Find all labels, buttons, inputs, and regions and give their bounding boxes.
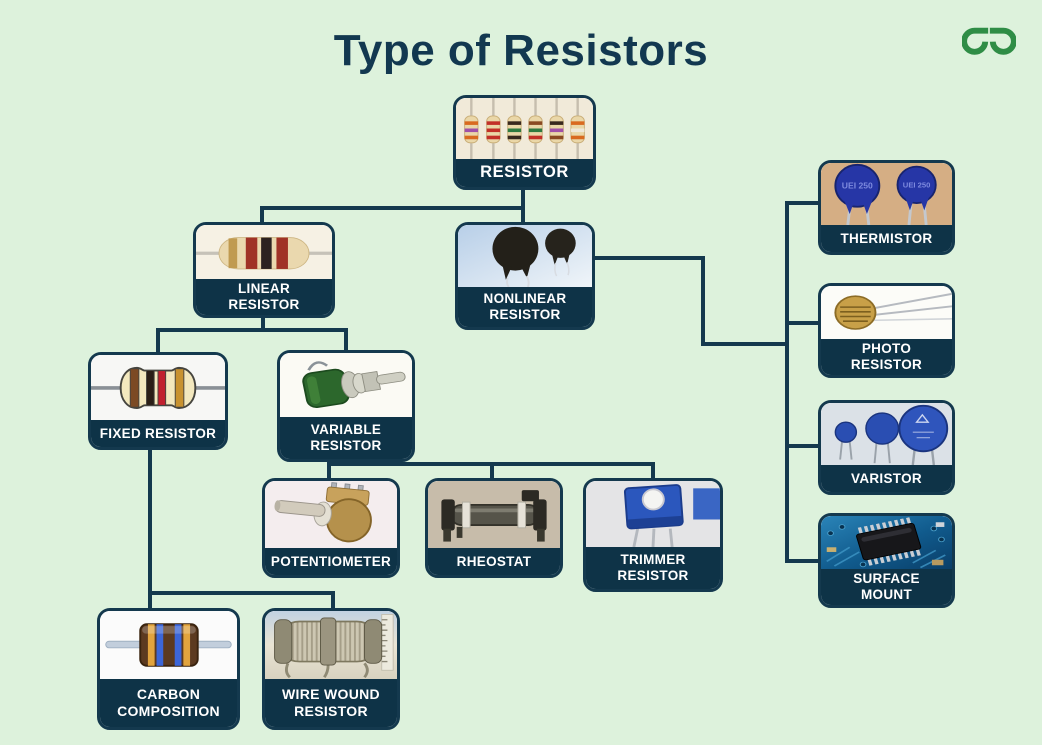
connector-segment	[344, 328, 348, 352]
node-label: WIRE WOUND RESISTOR	[265, 679, 397, 727]
connector-segment	[521, 206, 525, 224]
node-label: RHEOSTAT	[428, 548, 560, 575]
connector-segment	[261, 316, 265, 332]
connector-segment	[785, 559, 818, 563]
node-label: FIXED RESISTOR	[91, 420, 225, 447]
node-photo-resistor: PHOTO RESISTOR	[818, 283, 955, 378]
node-wire-wound-resistor: WIRE WOUND RESISTOR	[262, 608, 400, 730]
thermistor-marking: UEI 250	[842, 181, 873, 191]
node-label: VARISTOR	[821, 465, 952, 492]
thermistor-marking: UEI 250	[903, 181, 931, 190]
connector-segment	[148, 591, 335, 595]
connector-segment	[785, 444, 818, 448]
connector-segment	[260, 206, 525, 210]
connector-segment	[701, 256, 705, 346]
wire-wound-resistor-photo	[265, 611, 397, 679]
connector-segment	[148, 448, 152, 610]
node-label: POTENTIOMETER	[265, 548, 397, 575]
connector-segment	[156, 328, 160, 354]
node-nonlinear-resistor: NONLINEAR RESISTOR	[455, 222, 595, 330]
node-variable-resistor: VARIABLE RESISTOR	[277, 350, 415, 462]
node-fixed-resistor: FIXED RESISTOR	[88, 352, 228, 450]
node-resistor: RESISTOR	[453, 95, 596, 190]
connector-segment	[490, 462, 494, 479]
linear-resistor-photo	[196, 225, 332, 280]
node-label: THERMISTOR	[821, 225, 952, 252]
node-label: RESISTOR	[456, 159, 593, 187]
connector-segment	[331, 591, 335, 609]
node-label: VARIABLE RESISTOR	[280, 417, 412, 459]
node-label: NONLINEAR RESISTOR	[458, 287, 592, 327]
node-trimmer-resistor: TRIMMER RESISTOR	[583, 478, 723, 592]
node-label: PHOTO RESISTOR	[821, 339, 952, 375]
node-rheostat: RHEOSTAT	[425, 478, 563, 578]
node-surface-mount: SURFACE MOUNT	[818, 513, 955, 608]
trimmer-resistor-photo	[586, 481, 720, 547]
node-label: SURFACE MOUNT	[821, 569, 952, 605]
node-carbon-composition: CARBON COMPOSITION	[97, 608, 240, 730]
surface-mount-photo	[821, 516, 952, 570]
node-potentiometer: POTENTIOMETER	[262, 478, 400, 578]
carbon-composition-photo	[100, 611, 237, 679]
node-thermistor: UEI 250 UEI 250 THERMISTOR	[818, 160, 955, 255]
connector-segment	[595, 256, 705, 260]
node-linear-resistor: LINEAR RESISTOR	[193, 222, 335, 318]
potentiometer-photo	[265, 481, 397, 548]
geeksforgeeks-logo-icon	[961, 22, 1017, 63]
varistor-photo	[821, 403, 952, 465]
page-title: Type of Resistors	[333, 26, 709, 75]
connector-segment	[521, 188, 525, 208]
connector-segment	[260, 206, 264, 224]
fixed-resistor-photo	[91, 355, 225, 420]
connector-segment	[156, 328, 348, 332]
connector-segment	[651, 462, 655, 479]
connector-segment	[785, 321, 818, 325]
photo-resistor-photo	[821, 286, 952, 340]
nonlinear-resistor-photo	[458, 225, 592, 287]
resistor-photo	[456, 98, 593, 159]
connector-segment	[785, 201, 789, 563]
node-label: CARBON COMPOSITION	[100, 679, 237, 727]
connector-segment	[327, 462, 331, 479]
rheostat-photo	[428, 481, 560, 548]
node-label: TRIMMER RESISTOR	[586, 547, 720, 589]
connector-segment	[701, 342, 789, 346]
variable-resistor-photo	[280, 353, 412, 417]
connector-segment	[785, 201, 818, 205]
thermistor-photo: UEI 250 UEI 250	[821, 163, 952, 225]
node-label: LINEAR RESISTOR	[196, 279, 332, 315]
node-varistor: VARISTOR	[818, 400, 955, 495]
